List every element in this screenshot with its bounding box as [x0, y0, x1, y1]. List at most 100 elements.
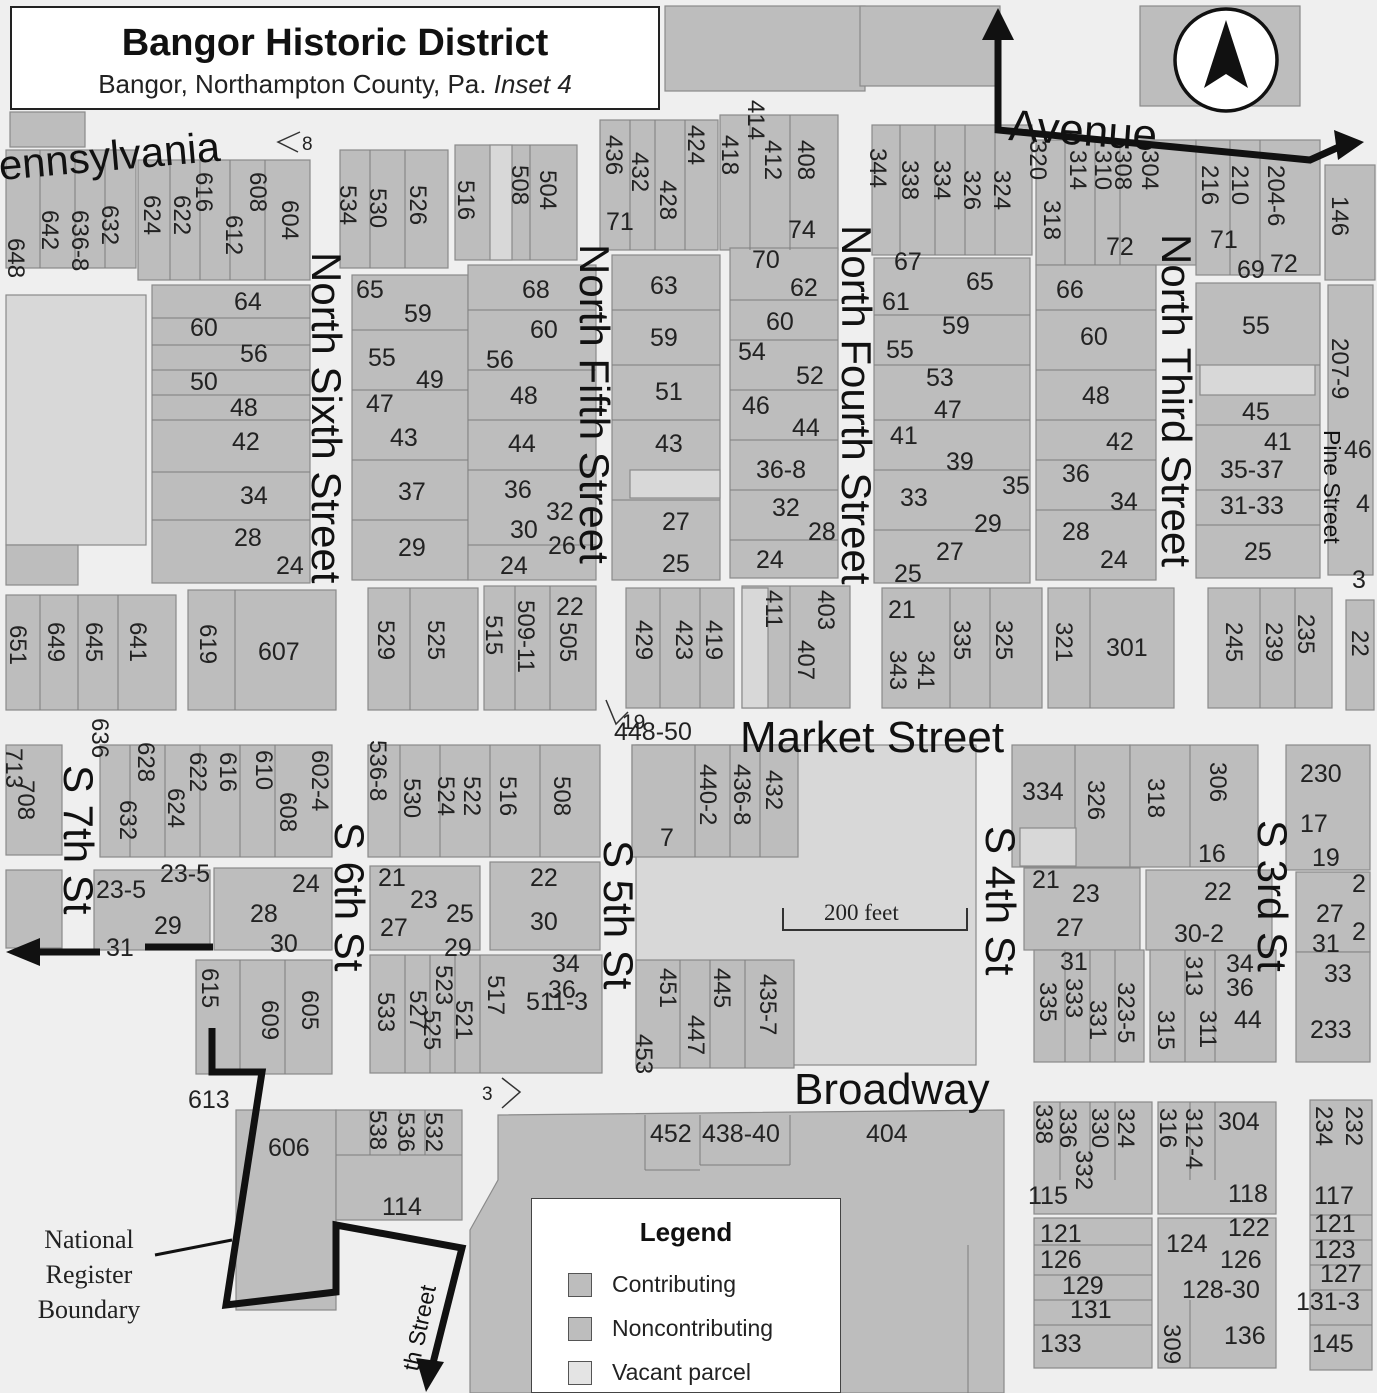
lot-number: 44: [1234, 1006, 1262, 1034]
lot-number: 530: [364, 188, 391, 228]
lot-number: 69: [1237, 256, 1265, 284]
lot-number: 30-2: [1174, 920, 1224, 948]
vacant-patch-3: [1199, 364, 1316, 396]
lot-number: 308: [1109, 150, 1136, 190]
block-r5-6: [1023, 867, 1141, 951]
lot-number: 71: [606, 208, 634, 236]
block-top-4: [454, 144, 578, 261]
lot-number: 505: [554, 622, 581, 662]
lot-number: 17: [1300, 810, 1328, 838]
block-r4-1: [5, 744, 63, 856]
lot-number: 527: [404, 990, 431, 1030]
lot-number: 323-5: [1112, 982, 1139, 1043]
lot-number: 632: [114, 800, 141, 840]
lot-number: 605: [296, 990, 323, 1030]
block-r3-2: [187, 589, 337, 711]
lot-number: 41: [1264, 428, 1292, 456]
lot-number: 27: [380, 914, 408, 942]
lot-number: 52: [796, 362, 824, 390]
lot-number: 608: [244, 172, 271, 212]
lot-number: 45: [1242, 398, 1270, 426]
street-s4: S 4th St: [977, 826, 1024, 976]
scale-bar: 200 feet: [782, 900, 968, 931]
lot-number: 31-33: [1220, 492, 1284, 520]
lot-number: 36: [504, 476, 532, 504]
lot-number: 23-5: [96, 876, 146, 904]
lot-number: 245: [1220, 622, 1247, 662]
block-r2-5: [729, 247, 839, 579]
lot-number: 42: [232, 428, 260, 456]
lot-number: 115: [1028, 1182, 1068, 1210]
lot-number: 59: [650, 324, 678, 352]
lot-number: 326: [1082, 780, 1109, 820]
lot-number: 65: [356, 276, 384, 304]
lot-number: 67: [894, 248, 922, 276]
lot-number: 22: [1346, 630, 1373, 657]
lot-number: 336: [1054, 1108, 1081, 1148]
block-r5-8: [1295, 871, 1371, 953]
block-r2-vacant: [5, 294, 147, 546]
lot-number: 68: [522, 276, 550, 304]
lot-number: 612: [220, 215, 247, 255]
lot-number: 526: [404, 185, 431, 225]
lot-number: 72: [1106, 233, 1134, 261]
lot-number: 34: [1110, 488, 1138, 516]
lot-number: 335: [1034, 982, 1061, 1022]
lot-number: 632: [96, 205, 123, 245]
lot-number: 606: [268, 1134, 310, 1162]
lot-number: 616: [214, 752, 241, 792]
lot-number: 641: [124, 622, 151, 662]
lot-number: 46: [742, 392, 770, 420]
lot-number: 127: [1320, 1260, 1362, 1288]
lot-number: 21: [888, 596, 916, 624]
lot-number: 645: [80, 622, 107, 662]
lot-number: 21: [1032, 866, 1060, 894]
lot-number: 30: [270, 930, 298, 958]
vacant-patch-1: [629, 469, 721, 499]
photo-marker-19-icon: [605, 699, 629, 726]
block-r3-8: [1047, 587, 1175, 709]
lot-number: 24: [500, 552, 528, 580]
lot-number: 234: [1310, 1106, 1337, 1146]
lot-number: 60: [530, 316, 558, 344]
lot-number: 533: [372, 992, 399, 1032]
block-r2-8: [1195, 282, 1321, 579]
lot-number: 230: [1300, 760, 1342, 788]
block-r3-3: [367, 587, 479, 711]
lot-number: 529: [372, 620, 399, 660]
lot-number: 34: [1226, 950, 1254, 978]
lot-number: 451: [654, 968, 681, 1008]
lot-number: 534: [334, 185, 361, 225]
lot-number: 64: [234, 288, 262, 316]
lot-number: 121: [1314, 1210, 1356, 1238]
lot-number: 41: [890, 422, 918, 450]
lot-number: 536-8: [364, 740, 391, 801]
lot-number: 608: [274, 792, 301, 832]
lot-number: 516: [452, 180, 479, 220]
photo-marker-3-label: 3: [482, 1084, 493, 1105]
lot-number: 25: [894, 560, 922, 588]
lot-number: 2: [1352, 918, 1366, 946]
scale-bar-label: 200 feet: [824, 900, 899, 925]
lot-number: 2: [1352, 870, 1366, 898]
vacant-patch-4: [1019, 827, 1077, 867]
lot-number: 309: [1158, 1324, 1185, 1364]
block-r4-3: [367, 744, 601, 858]
lot-number: 48: [510, 382, 538, 410]
block-r7-2: [335, 1109, 463, 1221]
lot-number: 613: [188, 1086, 230, 1114]
lot-number: 55: [368, 344, 396, 372]
lot-number: 525: [418, 1010, 445, 1050]
lot-number: 648: [2, 238, 29, 278]
lot-number: 316: [1154, 1108, 1181, 1148]
lot-number: 404: [866, 1120, 908, 1148]
map-title: Bangor Historic District: [121, 22, 549, 64]
lot-number: 22: [530, 864, 558, 892]
lot-number: 334: [928, 160, 955, 200]
block-r6-1: [195, 959, 333, 1075]
lot-number: 311: [1194, 1010, 1221, 1048]
lot-number: 34: [552, 950, 580, 978]
lot-number: 22: [1204, 878, 1232, 906]
